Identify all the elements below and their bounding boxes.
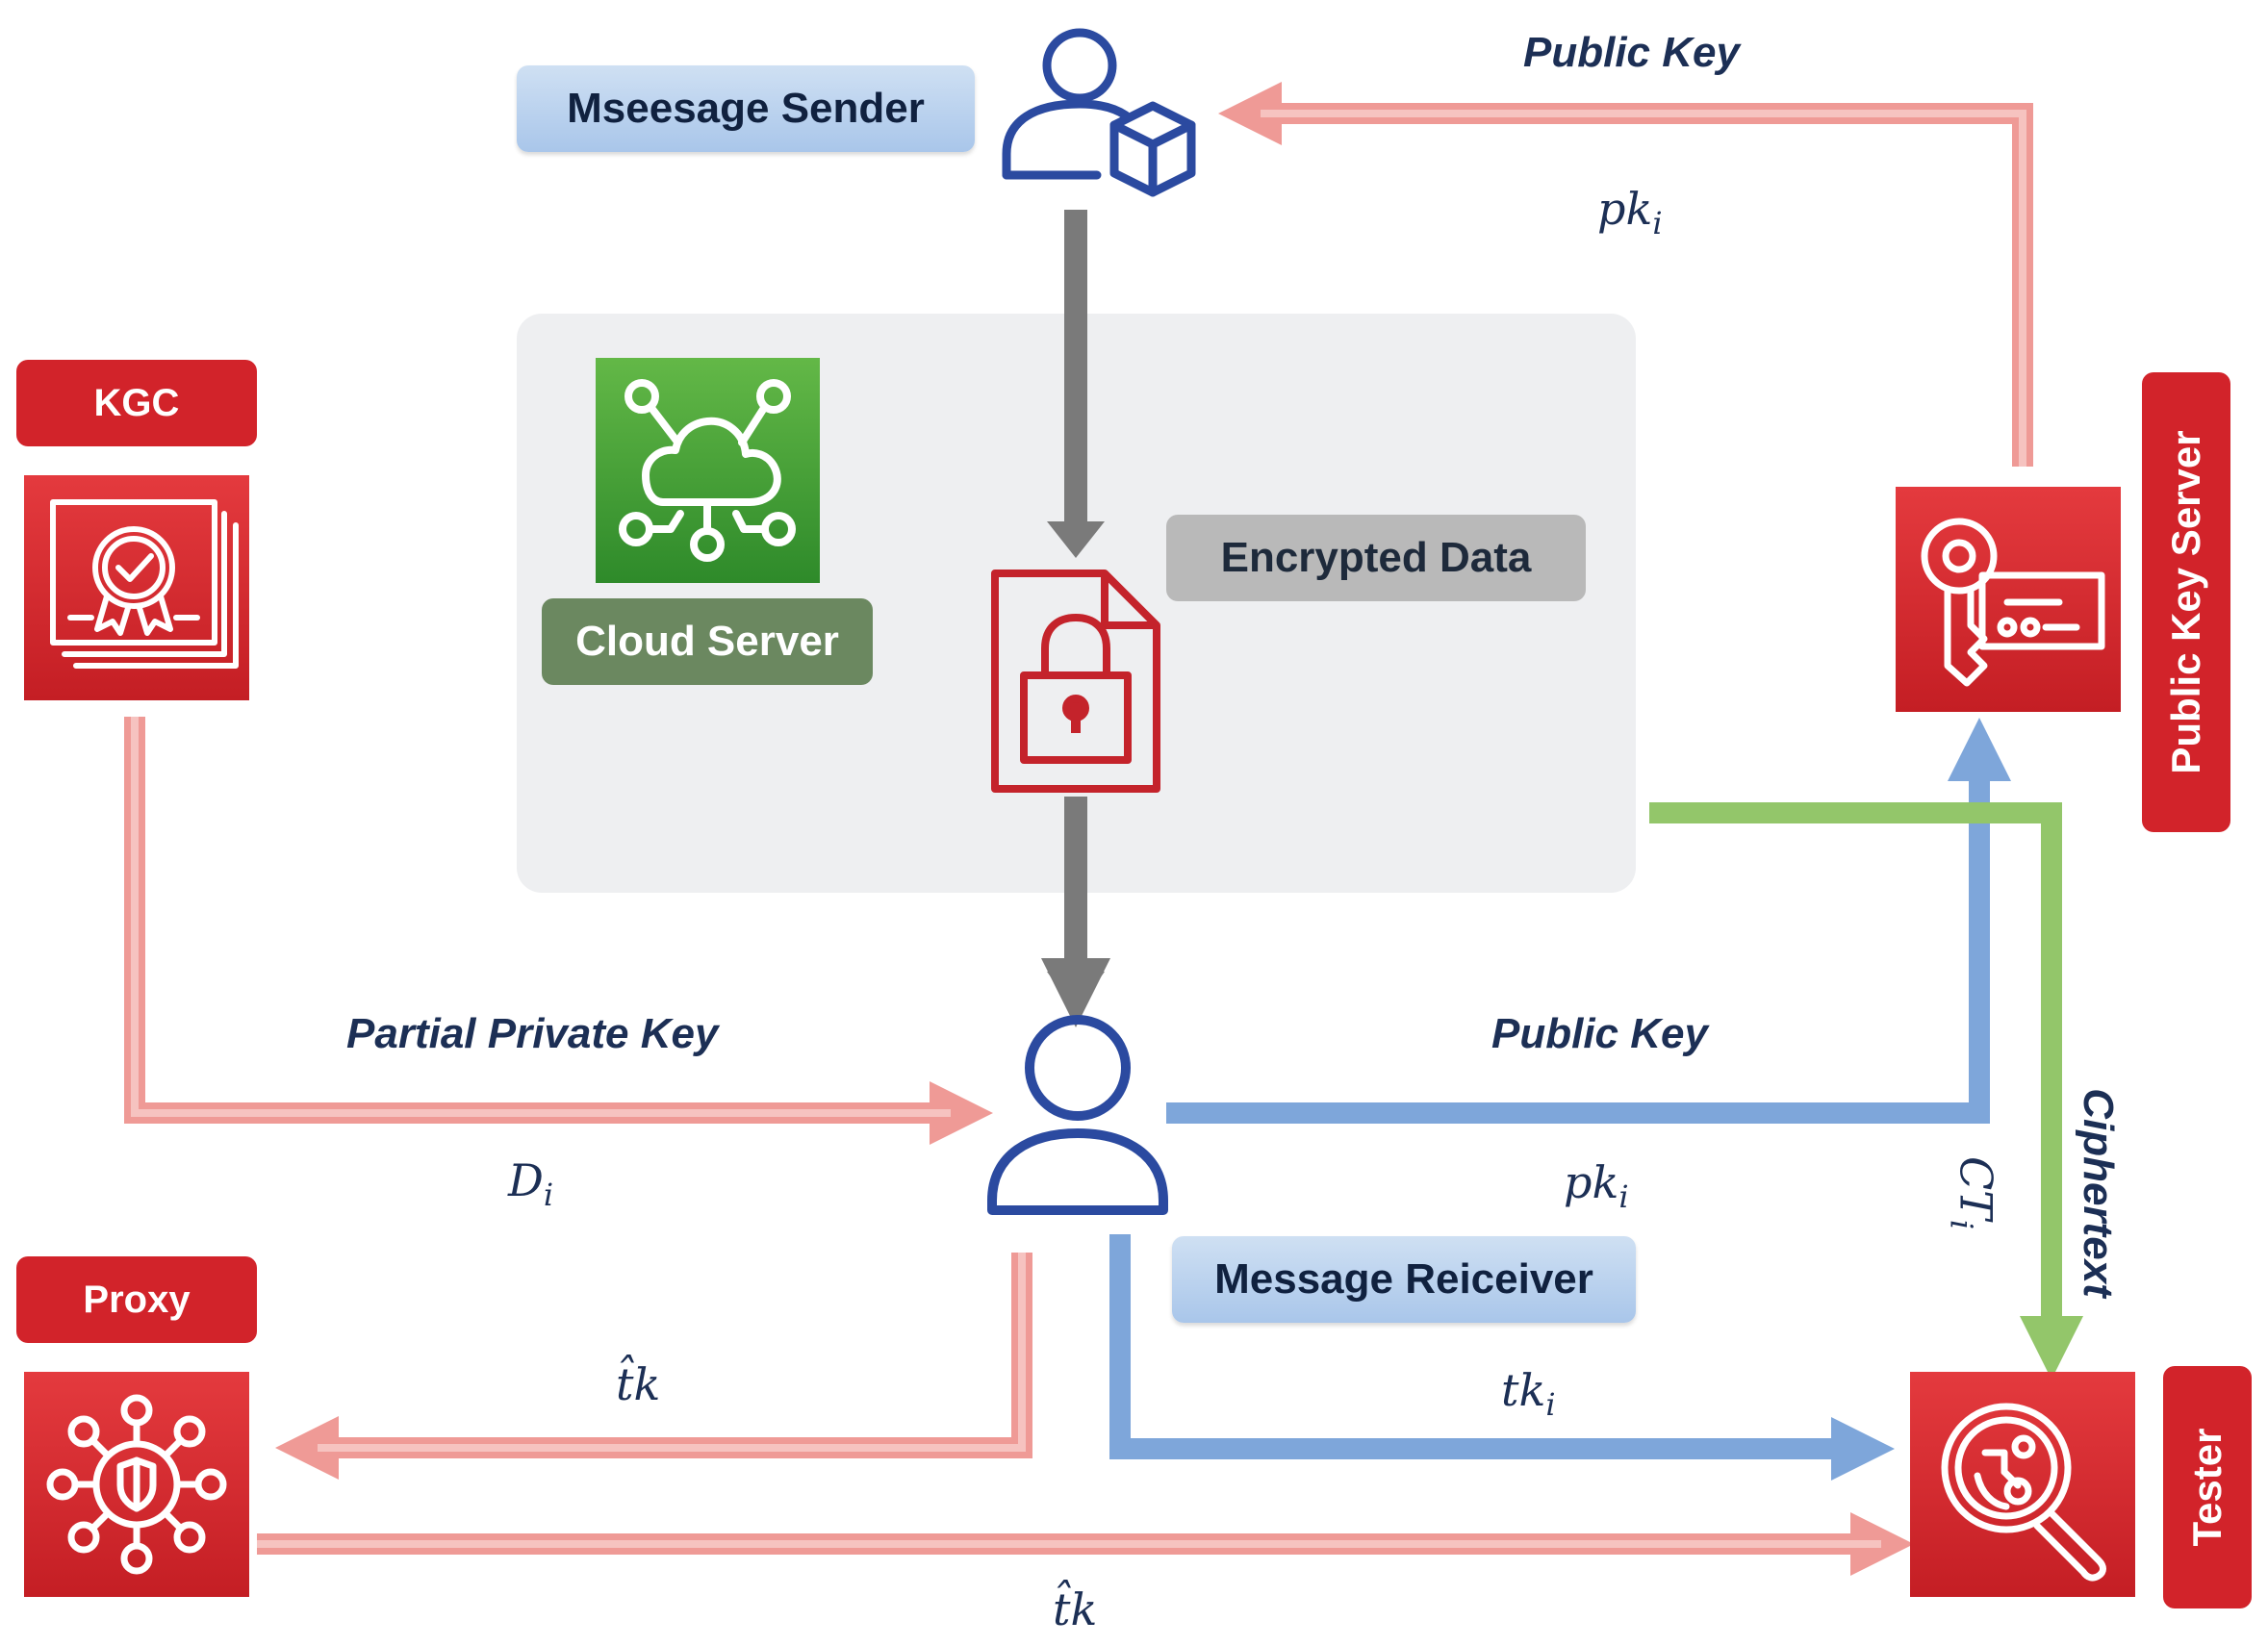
- kgc-label: KGC: [16, 360, 257, 446]
- edge-label-kgc-to-receiver: Partial Private Key: [346, 1010, 719, 1057]
- public-key-server-label-box: Public Key Server: [2142, 372, 2230, 832]
- math-receiver-to-proxy: t̂k: [616, 1358, 661, 1410]
- math-receiver-to-tester-sub: i: [1545, 1386, 1556, 1424]
- edge-label-pks-to-sender: Public Key: [1523, 29, 1740, 76]
- kgc-tile: [24, 475, 249, 700]
- magnifier-inspect-icon: [1941, 1403, 2106, 1582]
- math-receiver-to-pks-main: pk: [1564, 1156, 1619, 1208]
- tester-label: Tester: [2184, 1428, 2230, 1547]
- math-receiver-to-pks: pki: [1564, 1156, 1629, 1215]
- edge-label-cloud-to-tester: Ciphertext: [2075, 1088, 2122, 1298]
- math-cloud-to-tester-sub: i: [1943, 1219, 1980, 1230]
- proxy-label: Proxy: [16, 1256, 257, 1343]
- cloud-network-icon: [619, 379, 796, 562]
- math-cloud-to-tester-main: CT: [1949, 1155, 2002, 1220]
- public-key-server-label: Public Key Server: [2163, 430, 2208, 774]
- arrow-receiver-to-pks: [1166, 718, 2011, 1124]
- tester-label-box: Tester: [2163, 1366, 2252, 1608]
- arrow-receiver-to-tester: [1109, 1234, 1895, 1481]
- math-receiver-to-pks-sub: i: [1618, 1178, 1629, 1216]
- math-kgc-to-receiver-main: D: [508, 1154, 544, 1206]
- edge-label-receiver-to-pks: Public Key: [1491, 1010, 1708, 1057]
- arrow-cloud-to-tester: [1649, 802, 2083, 1380]
- math-receiver-to-tester-main: tk: [1501, 1364, 1546, 1416]
- tester-tile: [1910, 1372, 2135, 1597]
- proxy-tile: [24, 1372, 249, 1597]
- sender-label: Mseesage Sender: [517, 65, 975, 152]
- math-proxy-to-tester: t̂k: [1053, 1583, 1098, 1635]
- cloud-server-label: Cloud Server: [542, 598, 873, 685]
- key-card-icon: [1921, 518, 2105, 687]
- public-key-server-tile: [1896, 487, 2121, 712]
- receiver-label: Message Reiceiver: [1172, 1236, 1636, 1323]
- shield-network-icon: [46, 1394, 227, 1575]
- math-kgc-to-receiver: Di: [508, 1154, 553, 1213]
- user-icon: [987, 1015, 1168, 1215]
- certificate-icon: [50, 499, 239, 669]
- user-with-cube-icon: [1002, 28, 1196, 197]
- math-kgc-to-receiver-sub: i: [543, 1177, 554, 1214]
- locked-file-icon: [991, 570, 1160, 793]
- math-cloud-to-tester: CTi: [1943, 1156, 2001, 1229]
- math-pks-to-sender-main: pk: [1597, 183, 1653, 235]
- cloud-server-tile: [596, 358, 820, 583]
- math-pks-to-sender-sub: i: [1652, 205, 1663, 242]
- math-pks-to-sender: pki: [1597, 183, 1663, 241]
- math-receiver-to-tester: tki: [1501, 1364, 1556, 1423]
- encrypted-data-label: Encrypted Data: [1166, 515, 1586, 601]
